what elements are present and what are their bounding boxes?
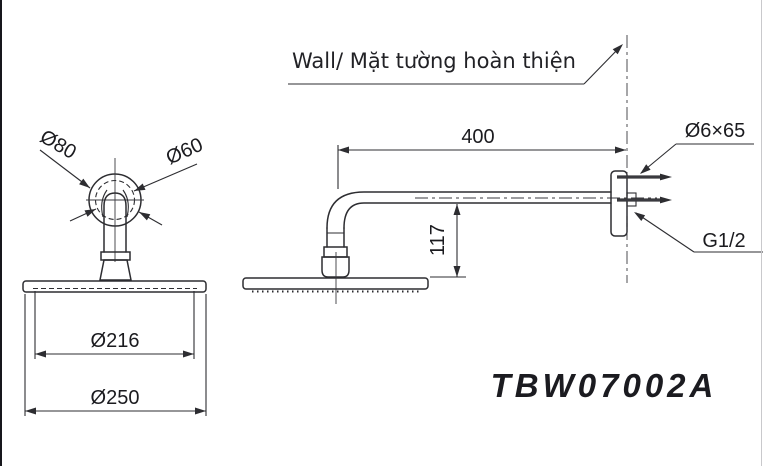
arrowhead: [612, 44, 623, 55]
front-ball-housing: [99, 259, 132, 281]
leader-line: [635, 212, 695, 253]
arrowhead: [640, 164, 651, 174]
dim-label-flange-inner: Ø60: [163, 134, 206, 169]
screw-tip: [660, 196, 672, 204]
product-code: TBW07002A: [491, 367, 718, 404]
label-screw-spec: Ø6×65: [685, 120, 746, 142]
wall-label: Wall/ Mặt tường hoàn thiện: [292, 49, 576, 73]
left-border-line: [0, 0, 2, 466]
side-nut: [323, 246, 348, 258]
arrowhead-right: [183, 350, 194, 358]
dim-label-head-dia: Ø250: [91, 387, 140, 409]
arrowhead-right: [195, 407, 206, 415]
front-neck-outline: [103, 192, 127, 253]
side-head-plate: [242, 277, 429, 290]
arrowhead-bottom: [453, 266, 461, 277]
front-ball-arc-right: [122, 189, 129, 218]
wall-flange: [610, 170, 628, 237]
mounting-screw-top: [617, 173, 672, 181]
leader-line: [583, 46, 621, 85]
arrowhead: [139, 212, 151, 221]
dim-label-arm-length: 400: [461, 126, 494, 148]
front-ball-arc-left: [101, 189, 108, 218]
dim-label-spray-face: Ø216: [91, 330, 140, 352]
arrowhead-left: [25, 407, 36, 415]
arm-outer-edge: [326, 191, 612, 229]
arrowhead-top: [453, 204, 461, 215]
side-view: 400 117 Ø6×65 G1/2: [242, 35, 763, 304]
arrowhead: [84, 209, 96, 217]
dim-label-flange-outer: Ø80: [36, 126, 80, 164]
dim-flange-outer: Ø80: [36, 126, 163, 226]
arrowhead: [134, 183, 146, 191]
arrowhead-left: [338, 146, 349, 154]
dim-line: [133, 163, 198, 192]
wall-annotation: Wall/ Mặt tường hoàn thiện: [288, 44, 623, 85]
arrowhead-left: [35, 350, 46, 358]
dim-spray-face: Ø216: [34, 291, 195, 359]
arrowhead: [634, 212, 646, 221]
side-ball-housing: [321, 256, 350, 278]
screw-tip: [660, 173, 672, 181]
dim-head-drop: 117: [427, 204, 466, 278]
front-nut: [100, 251, 131, 261]
arrowhead: [79, 178, 90, 188]
arm-inner-edge: [343, 202, 612, 229]
label-thread-spec: G1/2: [702, 230, 745, 252]
right-border-line: [761, 0, 762, 466]
front-view: Ø80 Ø60 Ø216: [22, 126, 207, 416]
callout-thread-spec: G1/2: [634, 212, 763, 253]
dim-label-head-drop: 117: [427, 224, 449, 256]
dim-head-dia: Ø250: [24, 294, 207, 416]
dim-arm-length: 400: [337, 126, 626, 189]
front-head-plate: [22, 280, 207, 293]
dim-flange-inner: Ø60: [69, 134, 206, 222]
arrowhead-right: [615, 146, 626, 154]
mounting-screw-bottom: [617, 196, 672, 204]
callout-screw-spec: Ø6×65: [640, 120, 754, 174]
